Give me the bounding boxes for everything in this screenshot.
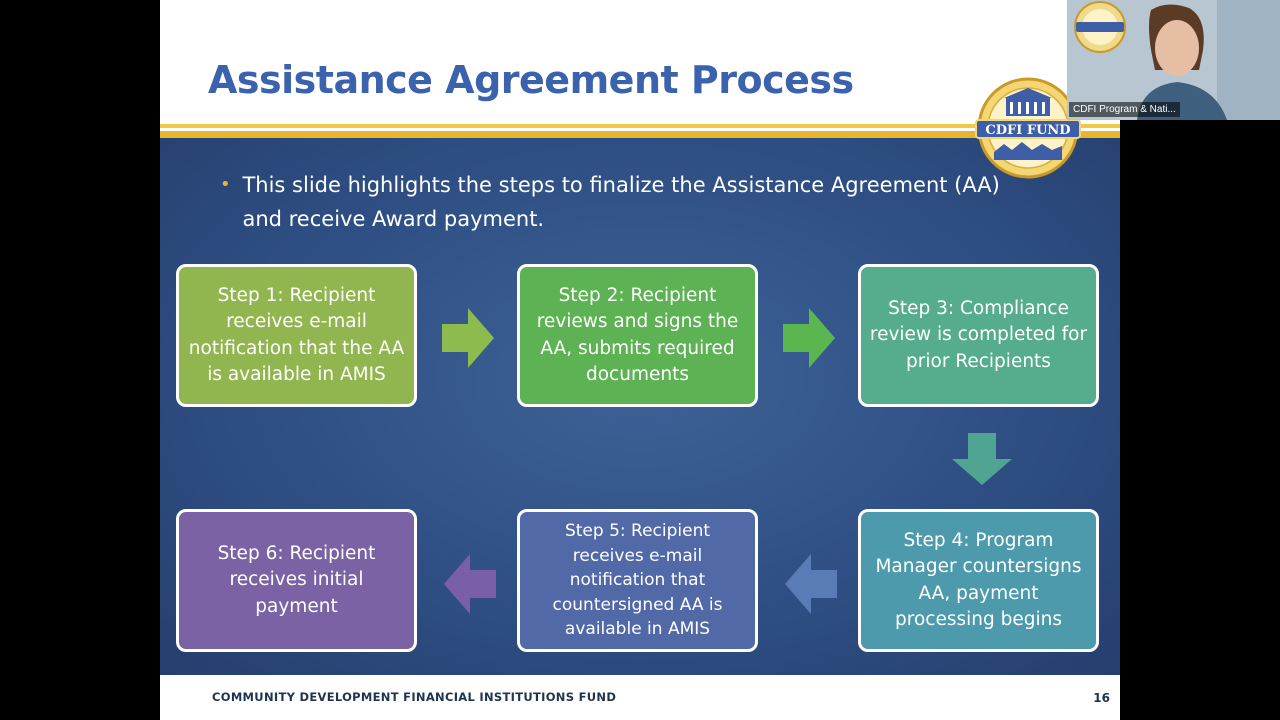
step-5-label: Step 5: Recipient receives e-mail notifi…	[552, 521, 723, 640]
participant-video-feed	[1067, 0, 1280, 120]
participant-video-tile[interactable]: CDFI Program & Nati...	[1067, 0, 1280, 120]
page-number: 16	[1093, 691, 1110, 705]
step-1-box: Step 1: Recipient receives e-mail notifi…	[176, 264, 417, 407]
process-panel: • This slide highlights the steps to fin…	[160, 138, 1120, 675]
gold-divider	[160, 124, 1120, 138]
arrow-down-icon	[952, 433, 1012, 485]
arrow-left-icon	[444, 554, 496, 614]
step-1-label: Step 1: Recipient receives e-mail notifi…	[188, 284, 405, 386]
bullet-point: • This slide highlights the steps to fin…	[220, 168, 1040, 236]
presentation-slide: Assistance Agreement Process • This slid…	[160, 0, 1120, 720]
participant-name-label: CDFI Program & Nati...	[1069, 102, 1180, 117]
step-6-box: Step 6: Recipient receives initial payme…	[176, 509, 417, 652]
svg-text:CDFI FUND: CDFI FUND	[985, 123, 1070, 138]
arrow-right-icon	[783, 308, 835, 368]
step-2-box: Step 2: Recipient reviews and signs the …	[517, 264, 758, 407]
step-4-box: Step 4: Program Manager countersigns AA,…	[858, 509, 1099, 652]
footer-organization: COMMUNITY DEVELOPMENT FINANCIAL INSTITUT…	[212, 690, 617, 704]
step-2-label: Step 2: Recipient reviews and signs the …	[536, 284, 739, 386]
slide-footer: COMMUNITY DEVELOPMENT FINANCIAL INSTITUT…	[160, 675, 1120, 720]
slide-title: Assistance Agreement Process	[208, 58, 854, 102]
step-4-label: Step 4: Program Manager countersigns AA,…	[875, 529, 1082, 631]
bullet-icon: •	[220, 174, 231, 195]
step-3-box: Step 3: Compliance review is completed f…	[858, 264, 1099, 407]
cdfi-seal-logo: CDFI FUND	[975, 77, 1081, 179]
step-6-label: Step 6: Recipient receives initial payme…	[217, 542, 376, 617]
step-5-box: Step 5: Recipient receives e-mail notifi…	[517, 509, 758, 652]
bullet-text: This slide highlights the steps to final…	[242, 173, 1000, 231]
step-3-label: Step 3: Compliance review is completed f…	[869, 297, 1088, 372]
arrow-left-icon	[785, 554, 837, 614]
arrow-right-icon	[442, 308, 494, 368]
